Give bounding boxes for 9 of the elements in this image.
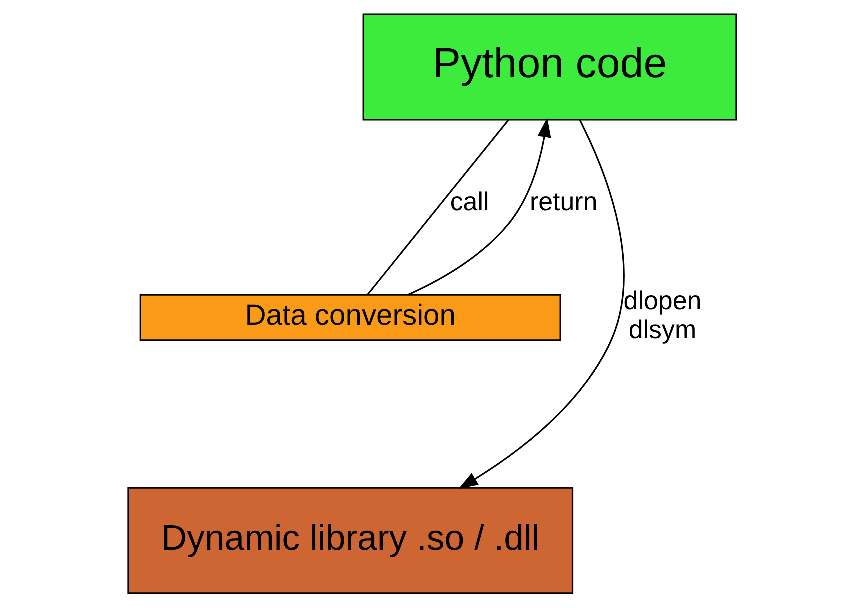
node-box: Dynamic library .so / .dll xyxy=(128,487,574,594)
arrow xyxy=(408,118,552,296)
arrow xyxy=(458,120,625,490)
connector xyxy=(367,120,510,296)
edge-label: dlopen dlsym xyxy=(624,287,702,345)
node-box: Data conversion xyxy=(140,294,562,342)
edge-label: return xyxy=(530,188,598,216)
node-box: Python code xyxy=(362,14,738,121)
edge-label: call xyxy=(450,188,490,216)
